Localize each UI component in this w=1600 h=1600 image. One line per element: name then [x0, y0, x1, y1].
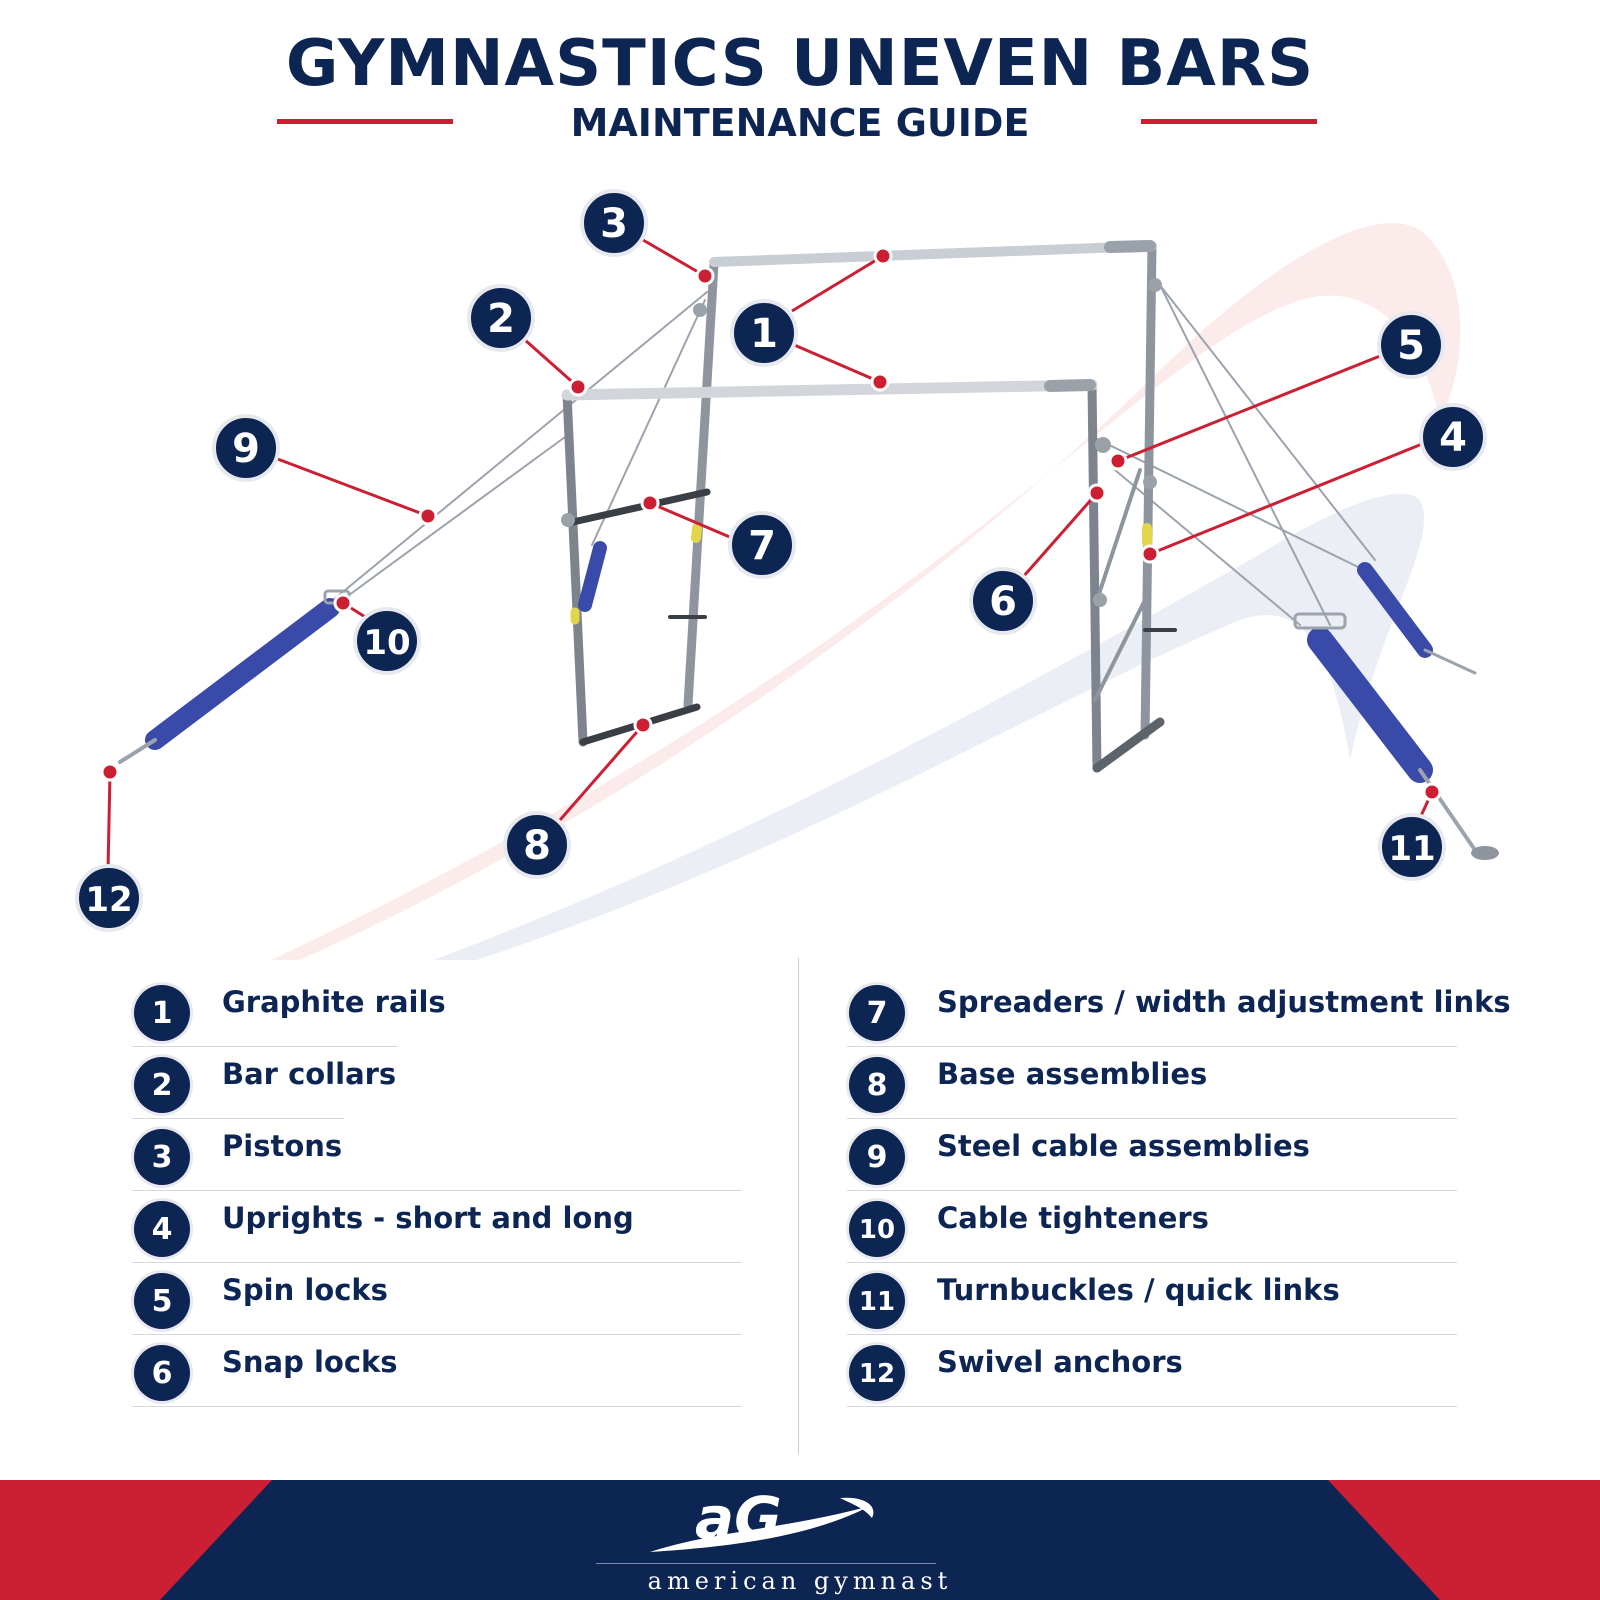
callout-4: 4 — [1419, 403, 1487, 471]
legend-number: 9 — [849, 1129, 905, 1185]
legend-number: 8 — [849, 1057, 905, 1113]
american-gymnast-logo: aG — [650, 1488, 874, 1552]
legend-divider — [132, 1262, 742, 1263]
legend-divider — [132, 1118, 344, 1119]
legend-label: Steel cable assemblies — [937, 1129, 1310, 1163]
legend-item: 9 Steel cable assemblies — [847, 1119, 1487, 1191]
legend-item: 10 Cable tighteners — [847, 1191, 1487, 1263]
apparatus — [118, 240, 1499, 860]
callout-8: 8 — [503, 811, 571, 879]
legend-number: 7 — [849, 985, 905, 1041]
legend-label: Base assemblies — [937, 1057, 1208, 1091]
legend-right-column: 7 Spreaders / width adjustment links 8 B… — [847, 975, 1511, 1407]
callout-12: 12 — [75, 864, 143, 932]
legend-item: 11 Turnbuckles / quick links — [847, 1263, 1487, 1335]
page-subtitle: MAINTENANCE GUIDE — [570, 101, 1030, 145]
legend-item: 2 Bar collars — [132, 1047, 752, 1119]
svg-text:4: 4 — [1439, 415, 1467, 461]
legend-divider — [847, 1262, 1457, 1263]
legend-item: 8 Base assemblies — [847, 1047, 1487, 1119]
svg-text:3: 3 — [600, 201, 628, 247]
legend-number: 1 — [134, 985, 190, 1041]
callout-7: 7 — [728, 511, 796, 579]
svg-text:12: 12 — [85, 880, 132, 920]
legend-divider — [847, 1406, 1457, 1407]
page-title: GYMNASTICS UNEVEN BARS — [285, 27, 1315, 101]
svg-text:8: 8 — [523, 823, 551, 869]
legend-item: 3 Pistons — [132, 1119, 752, 1191]
svg-text:1: 1 — [750, 311, 778, 357]
legend-number: 6 — [134, 1345, 190, 1401]
legend-divider — [132, 1046, 398, 1047]
legend-divider — [132, 1190, 742, 1191]
brand-name: american gymnast — [647, 1567, 953, 1595]
legend-number: 3 — [134, 1129, 190, 1185]
legend-number: 4 — [134, 1201, 190, 1257]
legend-item: 6 Snap locks — [132, 1335, 752, 1407]
legend-divider — [847, 1046, 1457, 1047]
legend-label: Spreaders / width adjustment links — [937, 985, 1511, 1019]
callout-6: 6 — [969, 567, 1037, 635]
legend-item: 5 Spin locks — [132, 1263, 752, 1335]
legend-label: Snap locks — [222, 1345, 398, 1379]
svg-text:9: 9 — [232, 426, 260, 472]
legend-divider — [847, 1190, 1457, 1191]
callout-10: 10 — [353, 607, 421, 675]
svg-text:5: 5 — [1397, 323, 1425, 369]
legend-column-divider — [798, 958, 799, 1454]
footer-red-accent-right — [1440, 1480, 1600, 1600]
callout-5: 5 — [1377, 311, 1445, 379]
footer-red-slant-left — [160, 1480, 272, 1600]
uneven-bars-diagram: 1 2 3 4 5 6 7 8 9 10 11 12 — [75, 189, 1499, 960]
leader-lines — [106, 238, 1434, 871]
callout-11: 11 — [1378, 813, 1446, 881]
svg-text:10: 10 — [363, 623, 410, 663]
title-rule-left — [277, 119, 453, 124]
legend-divider — [132, 1334, 742, 1335]
legend-item: 7 Spreaders / width adjustment links — [847, 975, 1511, 1047]
legend-item: 4 Uprights - short and long — [132, 1191, 752, 1263]
legend-number: 12 — [849, 1345, 905, 1401]
legend-number: 5 — [134, 1273, 190, 1329]
svg-text:11: 11 — [1388, 829, 1435, 869]
legend-label: Pistons — [222, 1129, 343, 1163]
legend-number: 10 — [849, 1201, 905, 1257]
callout-9: 9 — [212, 414, 280, 482]
footer-red-accent-left — [0, 1480, 160, 1600]
callout-1: 1 — [730, 299, 798, 367]
legend-label: Cable tighteners — [937, 1201, 1209, 1235]
legend-label: Turnbuckles / quick links — [937, 1273, 1340, 1307]
legend-label: Swivel anchors — [937, 1345, 1183, 1379]
brand-divider — [596, 1563, 936, 1564]
legend-number: 2 — [134, 1057, 190, 1113]
footer-red-slant-right — [1328, 1480, 1440, 1600]
svg-text:6: 6 — [989, 579, 1017, 625]
legend-label: Bar collars — [222, 1057, 397, 1091]
title-rule-right — [1141, 119, 1317, 124]
legend-label: Graphite rails — [222, 985, 446, 1019]
legend-divider — [132, 1406, 742, 1407]
leader-dots — [100, 246, 1442, 802]
legend-label: Uprights - short and long — [222, 1201, 634, 1235]
svg-text:2: 2 — [487, 296, 515, 342]
legend-divider — [847, 1118, 1457, 1119]
legend-divider — [847, 1334, 1457, 1335]
callout-2: 2 — [467, 284, 535, 352]
legend-item: 12 Swivel anchors — [847, 1335, 1487, 1407]
svg-text:7: 7 — [748, 523, 776, 569]
callout-3: 3 — [580, 189, 648, 257]
legend-left-column: 1 Graphite rails 2 Bar collars 3 Pistons… — [132, 975, 752, 1407]
legend-number: 11 — [849, 1273, 905, 1329]
background-swoosh — [270, 223, 1461, 960]
legend-label: Spin locks — [222, 1273, 388, 1307]
footer-banner: aG — [0, 1480, 1600, 1600]
legend-item: 1 Graphite rails — [132, 975, 752, 1047]
